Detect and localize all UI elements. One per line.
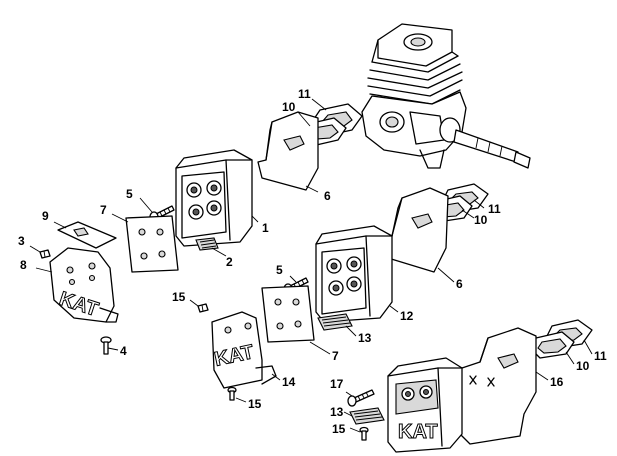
screw-15-a xyxy=(197,303,209,313)
gasket-plate-7-middle xyxy=(261,285,315,343)
callout-15-a: 15 xyxy=(172,290,186,304)
callout-11-middle: 11 xyxy=(488,202,501,216)
callout-16: 16 xyxy=(550,375,564,389)
leader-lines xyxy=(29,98,593,433)
callout-13-middle: 13 xyxy=(358,331,372,345)
callout-10-top: 10 xyxy=(282,100,296,114)
callout-1: 1 xyxy=(262,221,269,235)
kat-muffler: KAT xyxy=(387,357,463,453)
spark-screen-13-bottom xyxy=(349,407,385,425)
callout-12: 12 xyxy=(400,309,414,323)
screw-15-b xyxy=(227,386,237,401)
kat-text-muffler: KAT xyxy=(398,421,438,443)
muffler-1 xyxy=(175,149,253,247)
kat-shield-14: KAT xyxy=(211,311,277,389)
callout-6-top: 6 xyxy=(324,189,331,203)
engine-cylinder xyxy=(361,23,531,169)
callout-11-top: 11 xyxy=(298,87,311,101)
callout-17: 17 xyxy=(330,377,344,391)
callout-4: 4 xyxy=(120,344,127,358)
callout-3: 3 xyxy=(18,234,25,248)
kat-shield-8: KAT xyxy=(49,247,119,323)
plate-9 xyxy=(57,221,117,249)
screw-17 xyxy=(347,389,375,407)
callout-8: 8 xyxy=(20,258,27,272)
callout-7-upper: 7 xyxy=(100,203,107,217)
callout-10-bottom: 10 xyxy=(576,359,590,373)
callout-5-middle: 5 xyxy=(276,263,283,277)
muffler-12 xyxy=(315,225,393,323)
spark-screen-13-middle xyxy=(317,313,353,331)
callout-13-bottom: 13 xyxy=(330,405,344,419)
callout-14: 14 xyxy=(282,375,296,389)
heat-shield-6-top xyxy=(257,111,319,191)
callout-5-upper: 5 xyxy=(126,187,133,201)
heat-shield-16 xyxy=(455,327,537,445)
callout-15-b: 15 xyxy=(248,397,262,411)
screw-3 xyxy=(39,249,51,259)
gasket-10-bottom xyxy=(529,331,575,359)
callout-11-bottom: 11 xyxy=(594,349,607,363)
callout-7-middle: 7 xyxy=(332,349,339,363)
callout-labels: 11 10 6 1 2 5 7 9 3 8 4 11 10 6 5 12 13 … xyxy=(18,87,607,436)
callout-10-middle: 10 xyxy=(474,213,488,227)
callout-9: 9 xyxy=(42,209,49,223)
screw-15-c xyxy=(359,426,369,441)
callout-6-middle: 6 xyxy=(456,277,463,291)
spark-screen-2 xyxy=(195,237,219,251)
callout-15-c: 15 xyxy=(332,422,346,436)
gasket-plate-7-upper xyxy=(125,215,179,273)
screw-4 xyxy=(100,336,112,355)
callout-2: 2 xyxy=(226,255,233,269)
